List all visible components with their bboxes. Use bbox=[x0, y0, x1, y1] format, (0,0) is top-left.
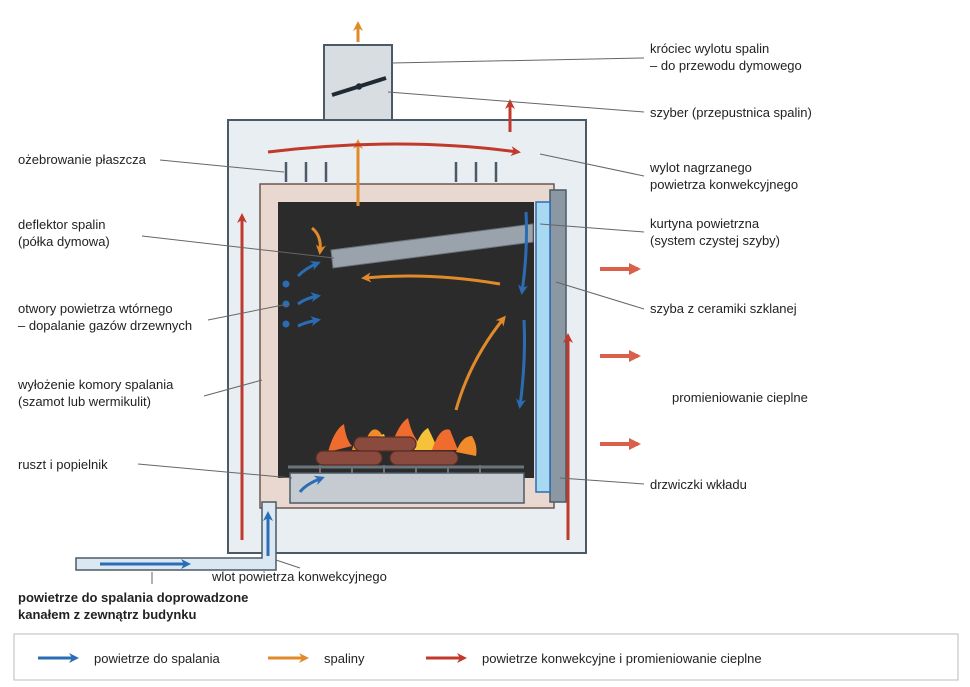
label-warm-air-outlet: wylot nagrzanego powietrza konwekcyjnego bbox=[649, 160, 798, 192]
leader-lines bbox=[137, 57, 645, 584]
label-deflector: deflektor spalin (półka dymowa) bbox=[18, 217, 110, 249]
labels: króciec wylotu spalin – do przewodu dymo… bbox=[17, 41, 812, 622]
label-door: drzwiczki wkładu bbox=[650, 477, 747, 492]
combustion-air-arrows bbox=[100, 211, 528, 569]
logs bbox=[315, 436, 459, 466]
flue-gas-arrows bbox=[311, 21, 506, 411]
flue-spigot bbox=[323, 44, 393, 121]
deflector-turn-arrow bbox=[311, 226, 326, 255]
label-secondary-air: otwory powietrza wtórnego – dopalanie ga… bbox=[18, 301, 192, 333]
door-frame bbox=[549, 189, 567, 503]
air-inlet-pipe bbox=[75, 501, 277, 571]
label-radiation: promieniowanie cieplne bbox=[672, 390, 808, 405]
rising-gas-arrow bbox=[454, 315, 506, 411]
label-outlet-spigot: króciec wylotu spalin – do przewodu dymo… bbox=[650, 41, 802, 73]
secondary-air-arrow-2 bbox=[297, 292, 321, 306]
label-glass: szyba z ceramiki szklanej bbox=[650, 301, 797, 316]
label-grate: ruszt i popielnik bbox=[18, 457, 108, 472]
label-jacket-fins: ożebrowanie płaszcza bbox=[18, 152, 147, 167]
ash-pan bbox=[289, 472, 525, 504]
legend-flue-gas-label: spaliny bbox=[324, 651, 365, 666]
ceramic-glass bbox=[535, 201, 551, 493]
grate-air-arrow bbox=[298, 475, 325, 493]
deflector-shelf bbox=[330, 223, 534, 269]
label-damper: szyber (przepustnica spalin) bbox=[650, 105, 812, 120]
secondary-air-arrow-1 bbox=[296, 261, 321, 278]
curtain-arrow-upper bbox=[518, 211, 528, 295]
under-deflector-arrow bbox=[361, 272, 501, 286]
secondary-air-arrow-3 bbox=[297, 316, 321, 328]
legend: powietrze do spalania spaliny powietrze … bbox=[13, 633, 959, 681]
radiation-arrows bbox=[600, 263, 641, 450]
legend-convection-label: powietrze konwekcyjne i promieniowanie c… bbox=[482, 651, 762, 666]
jacket-fins bbox=[284, 162, 498, 182]
damper-pivot bbox=[355, 83, 363, 90]
label-external-air: powietrze do spalania doprowadzone kanał… bbox=[18, 590, 252, 622]
legend-box bbox=[13, 633, 959, 681]
convection-top-arc bbox=[267, 142, 521, 157]
label-air-curtain: kurtyna powietrzna (system czystej szyby… bbox=[650, 216, 780, 248]
curtain-arrow-lower bbox=[515, 319, 526, 409]
grate-posts bbox=[319, 465, 481, 474]
label-convection-inlet: wlot powietrza konwekcyjnego bbox=[211, 569, 387, 584]
label-lining: wyłożenie komory spalania (szamot lub we… bbox=[17, 377, 177, 409]
legend-combustion-air-label: powietrze do spalania bbox=[94, 651, 221, 666]
convection-arrows bbox=[237, 99, 573, 540]
